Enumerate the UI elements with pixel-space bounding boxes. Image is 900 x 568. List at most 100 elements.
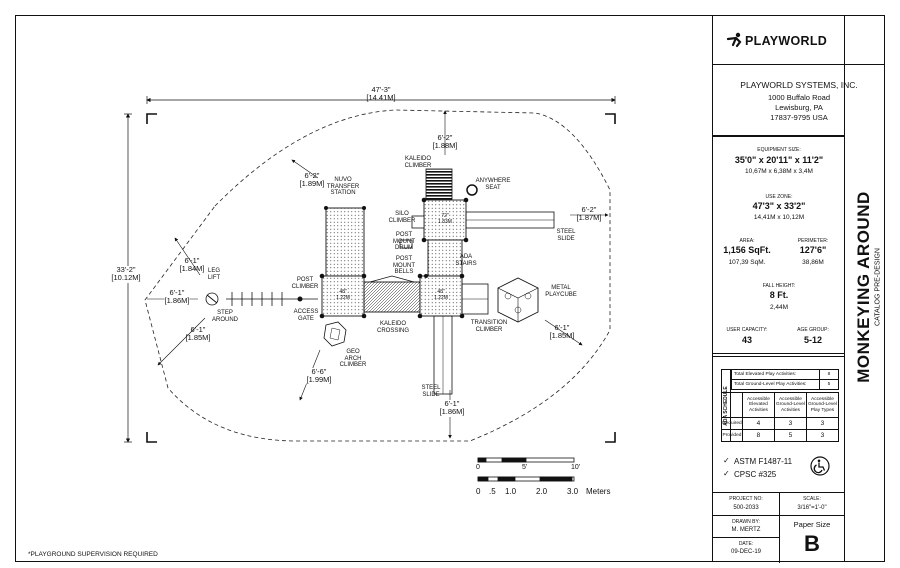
label-geo-arch-climber: GEO ARCH CLIMBER [339,349,367,369]
use-zone-m: 14,41M x 10,12M [753,214,805,221]
perimeter-m: 38,86M [802,259,824,266]
drawn-by: M. MERTZ [731,527,761,533]
address-line-2: Lewisburg, PA [775,103,823,112]
dim-left-mid: 6'-1" [1.86M] [164,288,190,306]
dim-slide-right-m: [1.87M] [576,213,602,223]
dim-geo-arch: 6'-6" [1.99M] [306,367,332,385]
label-post-mount-drum: POST MOUNT DRUM [393,232,415,252]
scale-m-unit: Meters [586,487,611,496]
scale-bar [477,457,575,482]
date-value: 09-DEC-19 [730,549,762,555]
dim-top-kaleido-ft: 6'-2" [437,133,453,142]
equipment-size-ft: 35'0" x 20'11" x 11'2" [734,155,824,165]
ada-provided-label: Provided [721,429,743,442]
age-group-label: AGE GROUP: [797,327,829,333]
label-silo-climber: SILO CLIMBER [388,211,416,224]
overall-width-m: [14.41M] [366,93,396,103]
label-step-around: STEP AROUND [211,310,239,323]
dim-leg-lift: 6'-1" [1.84M] [179,256,204,274]
dim-nuvo: 6'-2" [1.89M] [299,171,325,189]
dim-slide-bottom: 6'-1" [1.86M] [439,399,465,417]
overall-width-dim: 47'-3" [14.41M] [366,85,396,103]
ada-activities-table: Accessible Elevated Activities Accessibl… [721,392,840,442]
area-m: 107,39 SqM. [728,259,766,266]
scale-value: 3/16"=1'-0" [797,505,827,511]
supervision-note: *PLAYGROUND SUPERVISION REQUIRED [28,551,158,558]
age-group: 5-12 [803,335,823,345]
overall-depth-ft: 33'-2" [116,265,136,274]
scale-ft-0: 0 [476,464,480,471]
area-label: AREA: [739,238,755,244]
label-metal-playcube: METAL PLAYCUBE [545,285,577,298]
wheelchair-accessible-icon [810,456,830,476]
title-block: PLAYWORLD PLAYWORLD SYSTEMS, INC. 1000 B… [712,15,885,563]
ada-total-ground: 5 [819,379,839,390]
deck-height-top: 72" 1.83M [438,213,452,225]
project-subtitle: CATALOG PRE-DESIGN [874,248,882,326]
ada-totals-table: Total Elevated Play Activities: 8 Total … [731,369,839,390]
scale-m-1: 1.0 [505,487,517,496]
dim-top-kaleido: 6'-2" [1.88M] [432,133,458,151]
ada-total-elevated: 8 [819,369,839,380]
dim-geo-arch-ft: 6'-6" [311,367,327,376]
overall-depth-dim: 33'-2" [10.12M] [111,265,141,283]
corner-marks [146,113,616,443]
dim-nuvo-m: [1.89M] [299,179,325,189]
scale-m-0: 0 [476,487,481,496]
project-no: 500-2033 [733,505,759,511]
label-post-mount-bells: POST MOUNT BELLS [393,256,415,276]
ada-col-types: Accessible Ground-Level Play Types [805,392,840,418]
ada-provided-types: 3 [805,429,840,442]
area-ft: 1,156 SqFt. [723,245,771,255]
scale-m-3: 3.0 [567,487,579,496]
label-steel-slide-right: STEEL SLIDE [556,229,576,242]
label-kaleido-crossing: KALEIDO CROSSING [376,321,410,334]
perimeter-label: PERIMETER: [797,238,829,244]
ada-total-elevated-label: Total Elevated Play Activities: [731,369,820,380]
deck-height-left: 48" 1.22M [336,289,350,301]
scale-ft-10: 10' [571,464,581,471]
dim-slide-bottom-ft: 6'-1" [444,399,460,408]
dim-left-low: 6'-1" [1.85M] [185,325,211,343]
label-anywhere-seat: ANYWHERE SEAT [475,178,511,191]
dim-nuvo-ft: 6'-2" [304,171,320,180]
equipment-size-m: 10,67M x 6,38M x 3,4M [745,168,813,175]
title-column-divider [844,15,845,562]
drawn-by-label: DRAWN BY: [732,519,760,525]
dim-top-kaleido-m: [1.88M] [432,141,458,151]
astm-compliance: ASTM F1487-11 [734,457,793,466]
address-line-3: 17837-9795 USA [770,113,828,122]
astm-check-icon: ✓ [723,456,730,465]
scale-label: SCALE: [803,496,821,502]
ada-total-ground-label: Total Ground-Level Play Activities: [731,379,820,390]
ada-required-types: 3 [805,417,840,430]
company-name: PLAYWORLD SYSTEMS, INC. [740,80,858,90]
scale-m-2: 2.0 [536,487,548,496]
dim-left-low-m: [1.85M] [185,333,211,343]
dim-leg-lift-ft: 6'-1" [184,256,200,265]
dim-slide-bottom-m: [1.86M] [439,407,465,417]
use-zone-label: USE ZONE: [765,194,793,200]
perimeter-ft: 127'6" [799,245,827,255]
ada-required-label: Required [721,417,743,430]
label-leg-lift: LEG LIFT [207,268,221,281]
fall-height-m: 2,44M [769,304,789,311]
cpsc-check-icon: ✓ [723,469,730,478]
site-plan [124,96,616,482]
date-label: DATE: [738,541,754,547]
overall-width-ft: 47'-3" [371,85,391,94]
playworld-logo-icon [727,32,742,48]
label-kaleido-climber: KALEIDO CLIMBER [404,156,432,169]
dim-geo-arch-m: [1.99M] [306,375,332,385]
ada-provided-ground: 5 [773,429,807,442]
dim-left-mid-m: [1.86M] [164,296,190,306]
dim-left-mid-ft: 6'-1" [169,288,185,297]
dim-playcube-ft: 6'-1" [554,323,570,332]
use-zone-ft: 47'3" x 33'2" [752,201,806,211]
scale-ft-5: 5' [522,464,528,471]
ada-col-elevated: Accessible Elevated Activities [741,392,775,418]
label-ada-stairs: ADA STAIRS [455,254,477,267]
title-divider-2 [712,353,844,354]
scale-m-05: .5 [489,487,496,496]
